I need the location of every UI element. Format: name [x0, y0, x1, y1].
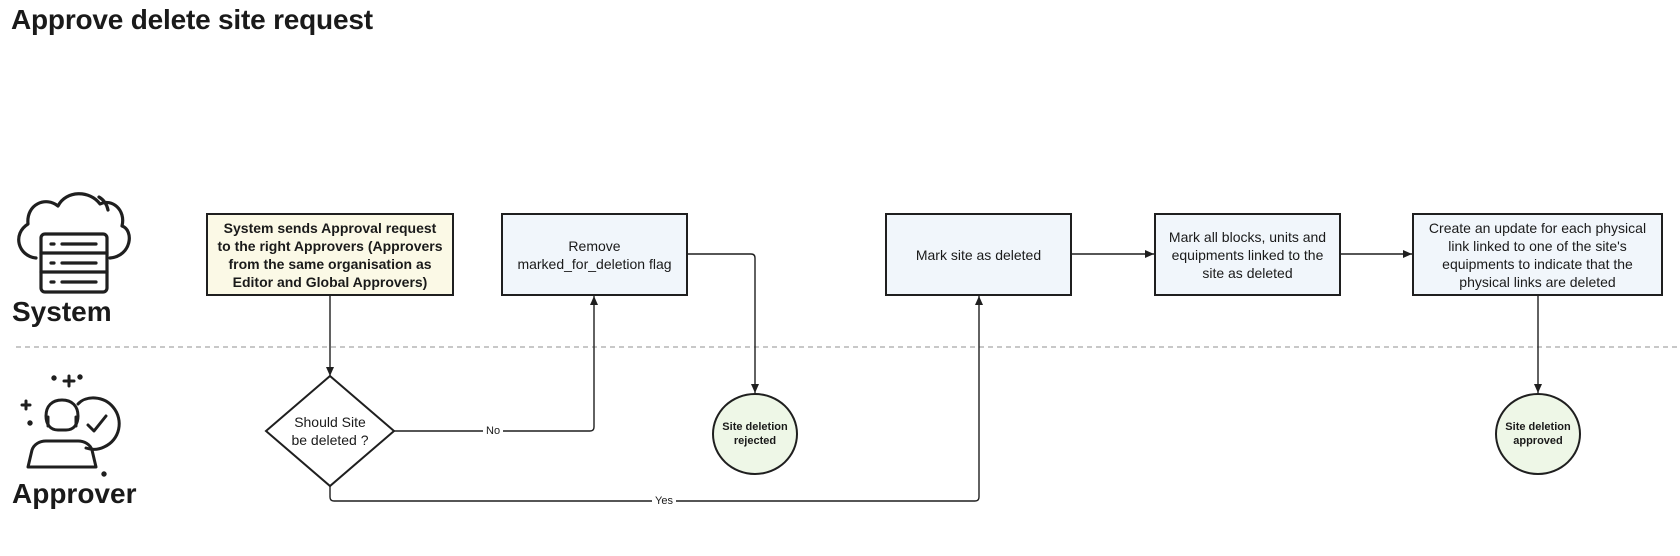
page-title: Approve delete site request: [11, 4, 373, 35]
edge-label-no: No: [483, 425, 504, 437]
edge-decision-no-to-remove: [394, 296, 598, 432]
node-send-approval-request: System sends Approval request to the rig…: [206, 213, 454, 296]
node-remove-deletion-flag: Remove marked_for_deletion flag: [501, 213, 688, 296]
approver-person-icon: [20, 374, 121, 477]
edge-decision-yes-to-mark: [329, 296, 983, 502]
node-mark-linked-deleted: Mark all blocks, units and equipments li…: [1154, 213, 1341, 296]
lane-label-approver: Approver: [12, 478, 137, 509]
node-mark-site-deleted: Mark site as deleted: [885, 213, 1072, 296]
lane-label-system: System: [12, 296, 112, 327]
edge-remove-to-rejected: [688, 253, 759, 393]
cloud-server-icon: [17, 192, 131, 294]
edge-label-yes: Yes: [652, 495, 676, 507]
decision-label: Should Site be deleted ?: [291, 414, 369, 448]
node-deletion-approved: Site deletion approved: [1495, 393, 1581, 475]
node-create-physical-link-update: Create an update for each physical link …: [1412, 213, 1663, 296]
node-deletion-rejected: Site deletion rejected: [712, 393, 798, 475]
